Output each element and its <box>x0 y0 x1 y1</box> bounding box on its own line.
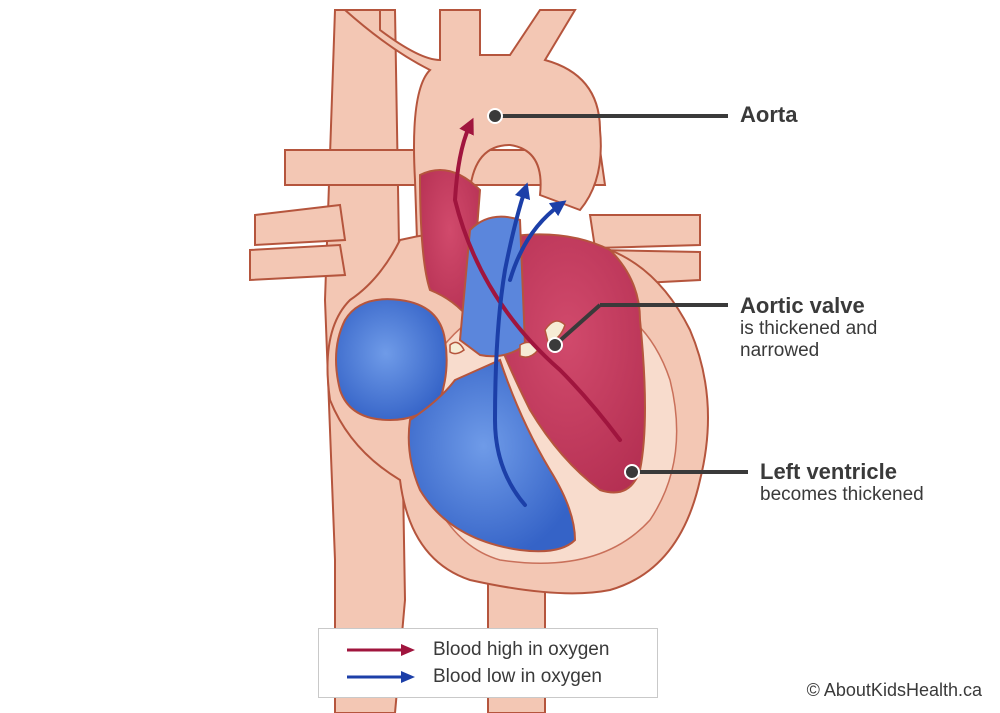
aortic-valve-desc-line1: is thickened and <box>740 318 878 340</box>
legend: Blood high in oxygen Blood low in oxygen <box>318 628 658 698</box>
right-heart-chambers <box>335 215 577 553</box>
legend-high-label: Blood high in oxygen <box>433 639 610 660</box>
vessels-background <box>249 9 701 713</box>
legend-item-low-oxygen: Blood low in oxygen <box>319 664 602 690</box>
aorta-arch <box>342 9 602 331</box>
left-ventricle-desc: becomes thickened <box>760 484 924 506</box>
aorta-label: Aorta <box>740 102 797 127</box>
left-ventricle-title: Left ventricle <box>760 459 897 484</box>
legend-item-high-oxygen: Blood high in oxygen <box>319 637 609 663</box>
left-ventricle-label: Left ventricle becomes thickened <box>760 459 990 506</box>
blue-flow-arrow-1 <box>492 182 531 507</box>
aorta-title: Aorta <box>740 102 798 127</box>
blue-arrow-icon <box>347 671 415 683</box>
legend-low-label: Blood low in oxygen <box>433 666 602 687</box>
leader-lines <box>487 108 748 480</box>
red-flow-arrow <box>452 117 622 442</box>
copyright-text: © AboutKidsHealth.ca <box>806 680 982 700</box>
blood-flow-arrows <box>452 117 622 507</box>
blue-flow-arrow-2 <box>508 200 567 282</box>
aortic-valve-title: Aortic valve <box>740 293 865 318</box>
aortic-valve-label: Aortic valve is thickened and narrowed <box>740 293 980 362</box>
aortic-valve-desc-line2: narrowed <box>740 340 820 362</box>
red-arrow-icon <box>347 644 415 656</box>
